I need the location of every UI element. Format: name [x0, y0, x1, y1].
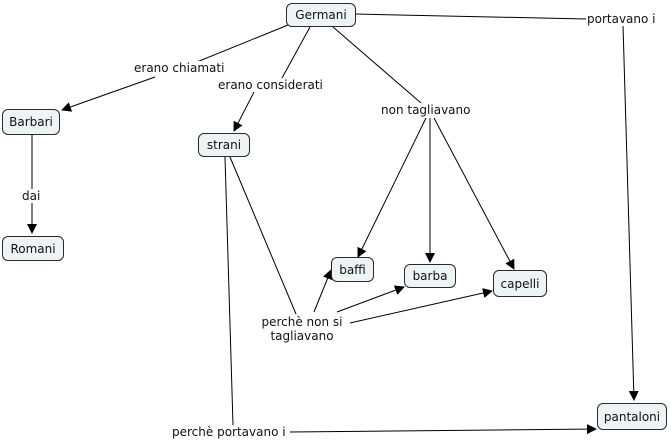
link-label-portavano-i: portavano i	[587, 12, 656, 26]
concept-barba[interactable]: barba	[404, 264, 456, 288]
connector-perche-non-si-baffi	[313, 269, 333, 313]
connector-portavano-i-pantaloni	[622, 24, 639, 401]
connector-non-tagliavano-capelli	[433, 117, 515, 270]
link-label-non-tagliavano: non tagliavano	[381, 103, 471, 117]
connector-erano-chiamati-barbari	[61, 76, 156, 112]
link-label-perche-portavano-i: perchè portavano i	[172, 425, 286, 439]
connector-germani-erano-considerati	[281, 26, 311, 79]
link-label-dai: dai	[22, 189, 41, 203]
connector-perche-non-si-capelli	[349, 288, 493, 324]
connector-erano-considerati-strani	[233, 91, 255, 132]
connector-strani-perche-non-si	[229, 156, 297, 315]
link-label-erano-considerati: erano considerati	[218, 78, 323, 92]
concept-barbari[interactable]: Barbari	[2, 109, 60, 135]
connector-germani-non-tagliavano	[332, 26, 422, 104]
connector-non-tagliavano-baffi	[357, 117, 427, 258]
link-label-perche-non-si-tagliavano: perchè non si tagliavano	[256, 315, 348, 343]
concept-capelli[interactable]: capelli	[493, 270, 547, 297]
concept-baffi[interactable]: baffi	[331, 257, 374, 282]
connector-perche-non-si-barba	[336, 285, 405, 313]
connector-germani-erano-chiamati	[181, 24, 289, 69]
connector-perche-portavano-pantaloni	[289, 424, 597, 435]
concept-pantaloni[interactable]: pantaloni	[597, 403, 667, 430]
concept-romani[interactable]: Romani	[2, 236, 64, 261]
concept-strani[interactable]: strani	[198, 133, 250, 157]
link-label-perche-non-si-line2: tagliavano	[270, 329, 334, 343]
connector-germani-portavano-i	[354, 13, 587, 20]
link-label-perche-non-si-line1: perchè non si	[261, 315, 343, 329]
link-label-erano-chiamati: erano chiamati	[134, 61, 225, 75]
concept-germani[interactable]: Germani	[286, 3, 356, 27]
connector-strani-perche-portavano	[224, 156, 234, 426]
